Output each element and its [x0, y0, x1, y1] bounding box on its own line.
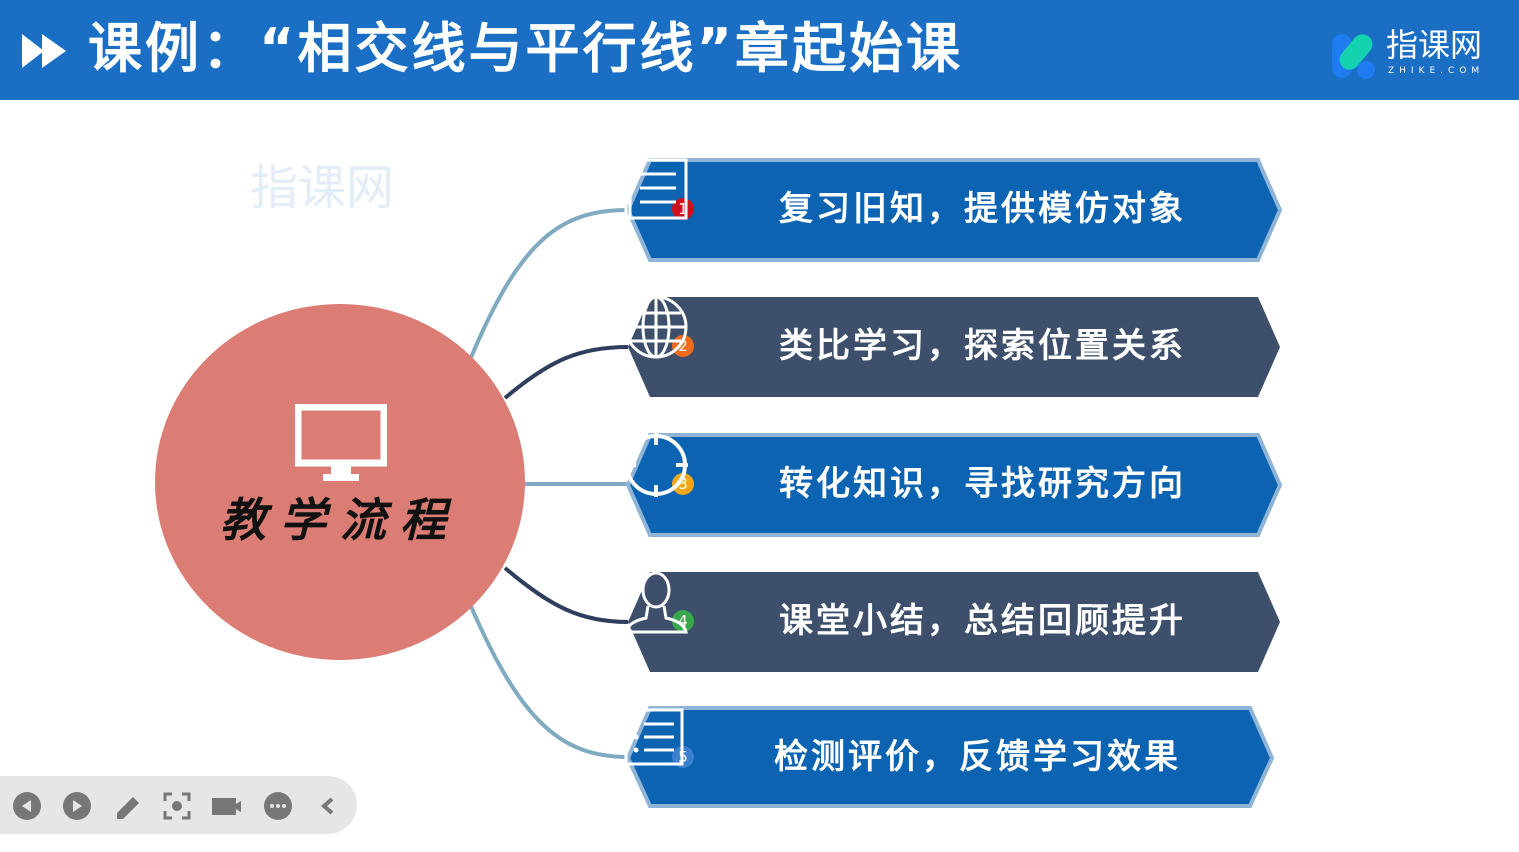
next-slide-icon[interactable]	[62, 791, 92, 821]
step-banner-3[interactable]: 3 转化知识，寻找研究方向	[624, 433, 1284, 537]
step-text: 课堂小结，总结回顾提升	[779, 601, 1186, 641]
video-camera-icon[interactable]	[211, 791, 241, 821]
center-label: 教学流程	[220, 493, 460, 547]
header-bar	[0, 0, 1519, 100]
monitor-icon	[295, 404, 387, 481]
step-text: 检测评价，反馈学习效果	[774, 737, 1181, 777]
collapse-toolbar-icon[interactable]	[316, 791, 346, 821]
step-text: 类比学习，探索位置关系	[779, 326, 1186, 366]
logo-text: 指课网	[1386, 26, 1483, 64]
step-number-badge: 3	[672, 473, 694, 495]
more-options-icon[interactable]	[263, 791, 293, 821]
logo-subtext: ZHIKE.COM	[1388, 66, 1485, 76]
previous-slide-icon[interactable]	[12, 791, 42, 821]
pen-icon[interactable]	[113, 791, 143, 821]
step-text: 转化知识，寻找研究方向	[779, 464, 1186, 504]
play-forward-icon	[22, 34, 66, 68]
step-number-badge: 1	[672, 198, 694, 220]
center-circle: 教学流程	[155, 304, 525, 660]
presentation-toolbar	[0, 776, 357, 834]
screenshot-icon[interactable]	[162, 791, 192, 821]
step-banner-5[interactable]: 5 检测评价，反馈学习效果	[624, 706, 1284, 810]
checklist-icon	[624, 708, 684, 766]
step-banner-2[interactable]: 2 类比学习，探索位置关系	[624, 295, 1284, 399]
step-banner-1[interactable]: 1 复习旧知，提供模仿对象	[624, 158, 1284, 262]
step-text: 复习旧知，提供模仿对象	[779, 189, 1186, 229]
user-icon	[624, 571, 688, 634]
page-title: 课例：“相交线与平行线”章起始课	[88, 17, 963, 80]
list-document-icon	[624, 158, 688, 220]
globe-icon	[624, 295, 688, 359]
watermark: 指课网	[250, 160, 395, 216]
zhike-logo-icon	[1332, 34, 1375, 79]
step-number-badge: 4	[672, 610, 694, 632]
crosshair-icon	[624, 433, 688, 497]
step-banner-4[interactable]: 4 课堂小结，总结回顾提升	[624, 570, 1284, 674]
